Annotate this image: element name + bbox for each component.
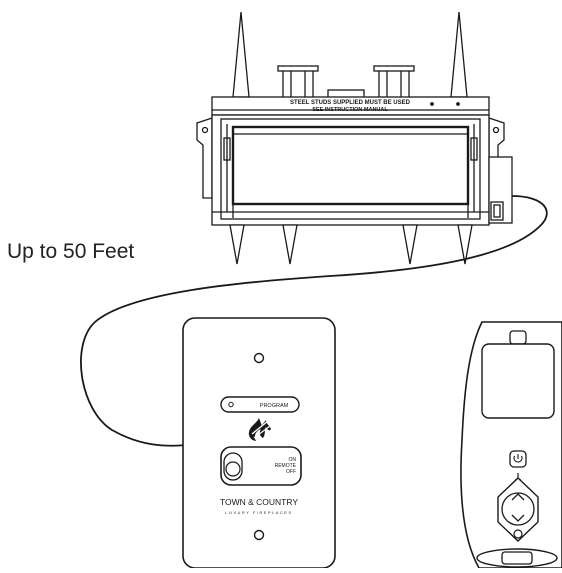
warning-text-line-2: SEE INSTRUCTION MANUAL (312, 107, 388, 113)
program-label: PROGRAM (260, 403, 289, 409)
power-button[interactable] (509, 450, 527, 468)
mounting-screw-bottom (253, 529, 265, 541)
mounting-screw-top (253, 352, 265, 364)
junction-box (488, 156, 513, 224)
top-nailing-spikes (232, 11, 468, 98)
fireplace-unit (196, 11, 513, 265)
distance-label: Up to 50 Feet (7, 240, 135, 263)
remote-display (481, 343, 555, 419)
viewing-window (231, 125, 470, 206)
mode-switch[interactable]: ON REMOTE OFF (220, 446, 302, 486)
steel-stud-brackets (277, 65, 415, 101)
switch-off-label: OFF (286, 469, 296, 475)
warning-text-line-1: STEEL STUDS SUPPLIED MUST BE USED (290, 100, 411, 106)
firebox-body (211, 114, 490, 226)
remote-mode-button[interactable] (476, 548, 558, 568)
wall-control-panel: PROGRAM ON REMOTE OFF TOWN & COUNTRY LUX… (182, 317, 336, 569)
control-wire (80, 195, 548, 447)
handheld-remote (460, 321, 562, 569)
brand-name: TOWN & COUNTRY (220, 497, 298, 507)
chevron-up-icon[interactable] (511, 493, 525, 501)
bottom-nailing-spikes (229, 224, 473, 265)
remote-indicator (509, 330, 527, 345)
flame-logo-icon (248, 418, 271, 441)
program-button[interactable]: PROGRAM (220, 396, 300, 413)
switch-remote-label: REMOTE (275, 463, 297, 469)
thermostat-dial[interactable] (497, 477, 539, 542)
switch-on-label: ON (289, 457, 297, 463)
remote-bottom-button[interactable] (513, 529, 523, 539)
chevron-down-icon[interactable] (511, 514, 525, 522)
brand-tagline: LUXURY FIREPLACES (225, 511, 292, 515)
